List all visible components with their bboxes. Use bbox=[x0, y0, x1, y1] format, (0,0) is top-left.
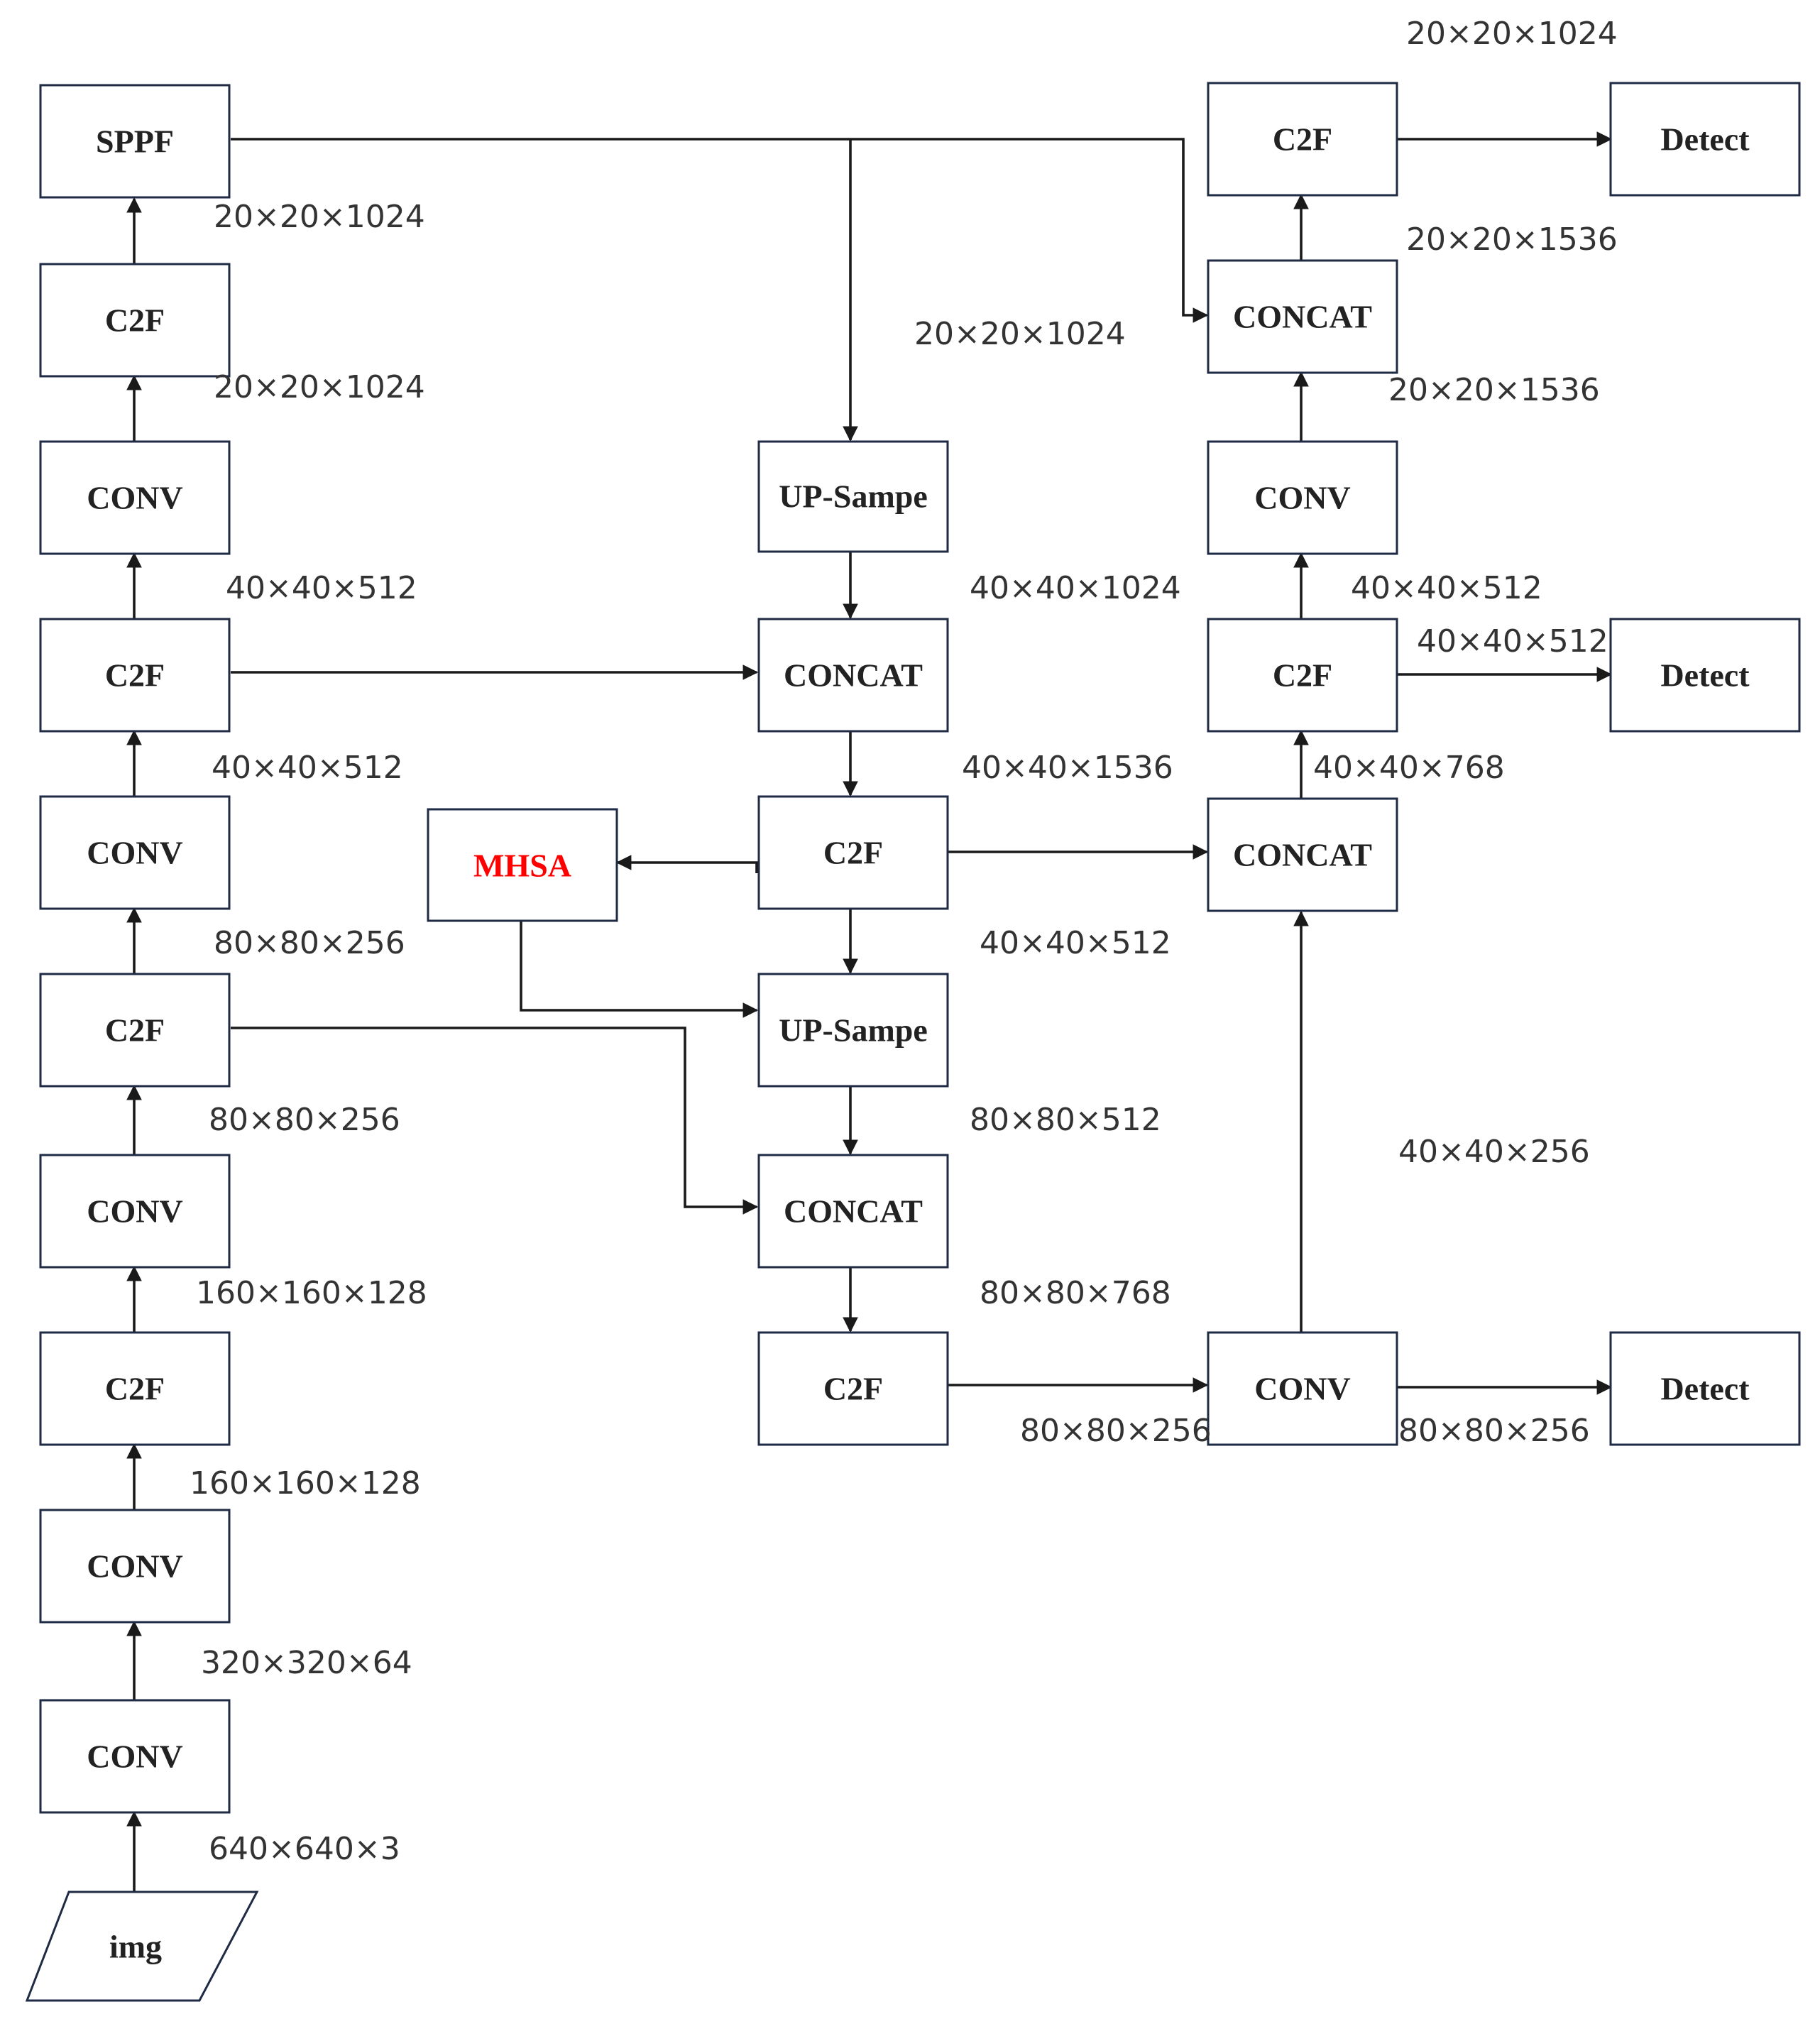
node-mid-concat-1-label: CONCAT bbox=[784, 657, 923, 694]
dim-right-c2f1-detect: 40×40×512 bbox=[1417, 623, 1608, 660]
node-backbone-conv-3: CONV bbox=[39, 1154, 231, 1269]
dim-right-conv1-detect: 80×80×256 bbox=[1398, 1413, 1590, 1449]
dim-conv3: 80×80×256 bbox=[209, 1102, 400, 1138]
node-backbone-c2f-4-label: C2F bbox=[105, 302, 165, 339]
node-right-concat-2-label: CONCAT bbox=[1233, 299, 1372, 335]
node-detect-mid-label: Detect bbox=[1660, 657, 1750, 694]
node-mid-concat-2-label: CONCAT bbox=[784, 1193, 923, 1230]
dim-up1: 40×40×1024 bbox=[970, 570, 1181, 606]
node-detect-mid: Detect bbox=[1609, 618, 1801, 733]
node-mid-c2f-2-label: C2F bbox=[823, 1371, 883, 1407]
node-backbone-c2f-3-label: C2F bbox=[105, 657, 165, 694]
edge-b-c2f2-to-m-cat2 bbox=[231, 1027, 759, 1215]
node-mid-c2f-2: C2F bbox=[757, 1331, 949, 1446]
dim-right-c2f1-up: 40×40×512 bbox=[1351, 570, 1542, 606]
node-right-conv-1-label: CONV bbox=[1254, 1371, 1350, 1407]
node-mhsa-label: MHSA bbox=[473, 848, 571, 884]
node-sppf-label: SPPF bbox=[96, 124, 174, 160]
nodes: img CONV CONV C2F CONV C2F CONV C bbox=[25, 82, 1801, 2002]
node-mid-concat-2: CONCAT bbox=[757, 1154, 949, 1269]
dim-sppf-down: 20×20×1024 bbox=[914, 316, 1126, 352]
dim-mid-c2f2: 80×80×256 bbox=[1020, 1413, 1212, 1449]
dim-c2f3: 40×40×512 bbox=[226, 570, 417, 606]
node-right-conv-1: CONV bbox=[1207, 1331, 1398, 1446]
dim-right-concat2: 20×20×1536 bbox=[1406, 221, 1618, 258]
node-detect-top: Detect bbox=[1609, 82, 1801, 197]
node-backbone-conv-2: CONV bbox=[39, 1509, 231, 1624]
node-detect-top-label: Detect bbox=[1660, 121, 1750, 158]
dim-mid-c2f1: 40×40×512 bbox=[980, 925, 1171, 961]
node-sppf: SPPF bbox=[39, 84, 231, 199]
edge-mhsa-to-m-up2 bbox=[520, 921, 759, 1018]
node-backbone-conv-1-label: CONV bbox=[87, 1739, 182, 1775]
node-backbone-c2f-2-label: C2F bbox=[105, 1012, 165, 1049]
dim-conv5: 20×20×1024 bbox=[214, 369, 425, 405]
dim-c2f2: 80×80×256 bbox=[214, 925, 405, 961]
node-detect-bottom-label: Detect bbox=[1660, 1371, 1750, 1407]
node-backbone-conv-4-label: CONV bbox=[87, 835, 182, 871]
node-mid-upsample-2-label: UP-Sampe bbox=[779, 1012, 928, 1049]
node-mid-upsample-2: UP-Sampe bbox=[757, 973, 949, 1088]
node-right-conv-2-label: CONV bbox=[1254, 480, 1350, 516]
dim-conv1: 320×320×64 bbox=[201, 1645, 412, 1681]
node-right-c2f-1: C2F bbox=[1207, 618, 1398, 733]
node-backbone-conv-4: CONV bbox=[39, 795, 231, 910]
node-backbone-conv-5: CONV bbox=[39, 440, 231, 555]
node-mhsa: MHSA bbox=[427, 808, 618, 922]
node-backbone-c2f-2: C2F bbox=[39, 973, 231, 1088]
dim-right-conv2: 20×20×1536 bbox=[1388, 372, 1600, 408]
node-img: img bbox=[25, 1891, 259, 2002]
edges bbox=[126, 131, 1613, 1892]
node-backbone-conv-1: CONV bbox=[39, 1699, 231, 1814]
dim-right-c2f2: 20×20×1024 bbox=[1406, 16, 1618, 52]
dim-img: 640×640×3 bbox=[209, 1831, 400, 1867]
node-mid-concat-1: CONCAT bbox=[757, 618, 949, 733]
node-backbone-c2f-1: C2F bbox=[39, 1331, 231, 1446]
dim-c2f1: 160×160×128 bbox=[196, 1275, 427, 1311]
dim-conv2: 160×160×128 bbox=[190, 1465, 421, 1501]
node-right-c2f-2-label: C2F bbox=[1273, 121, 1332, 158]
node-backbone-c2f-1-label: C2F bbox=[105, 1371, 165, 1407]
node-right-conv-2: CONV bbox=[1207, 440, 1398, 555]
node-right-c2f-2: C2F bbox=[1207, 82, 1398, 197]
node-backbone-c2f-4: C2F bbox=[39, 263, 231, 378]
node-backbone-conv-2-label: CONV bbox=[87, 1548, 182, 1585]
dim-up2: 80×80×512 bbox=[970, 1102, 1161, 1138]
dim-conv4: 40×40×512 bbox=[212, 750, 403, 786]
dim-right-concat1: 40×40×768 bbox=[1313, 750, 1505, 786]
node-mid-upsample-1-label: UP-Sampe bbox=[779, 478, 928, 515]
node-right-c2f-1-label: C2F bbox=[1273, 657, 1332, 694]
node-backbone-conv-5-label: CONV bbox=[87, 480, 182, 516]
node-backbone-c2f-3: C2F bbox=[39, 618, 231, 733]
dim-right-conv1-up: 40×40×256 bbox=[1398, 1134, 1590, 1170]
dimension-labels: 640×640×3 320×320×64 160×160×128 160×160… bbox=[190, 16, 1618, 1867]
node-mid-c2f-1-label: C2F bbox=[823, 835, 883, 871]
dim-cat1: 40×40×1536 bbox=[962, 750, 1173, 786]
node-img-label: img bbox=[109, 1929, 162, 1965]
node-backbone-conv-3-label: CONV bbox=[87, 1193, 182, 1230]
edge-sppf-to-r-concat2 bbox=[231, 138, 1209, 323]
node-mid-c2f-1: C2F bbox=[757, 795, 949, 910]
dim-c2f4: 20×20×1024 bbox=[214, 199, 425, 235]
node-detect-bottom: Detect bbox=[1609, 1331, 1801, 1446]
node-right-concat-1: CONCAT bbox=[1207, 797, 1398, 912]
node-right-concat-2: CONCAT bbox=[1207, 259, 1398, 374]
edge-m-c2f1-to-mhsa bbox=[615, 855, 758, 873]
node-right-concat-1-label: CONCAT bbox=[1233, 837, 1372, 873]
dim-cat2: 80×80×768 bbox=[980, 1275, 1171, 1311]
node-mid-upsample-1: UP-Sampe bbox=[757, 440, 949, 553]
